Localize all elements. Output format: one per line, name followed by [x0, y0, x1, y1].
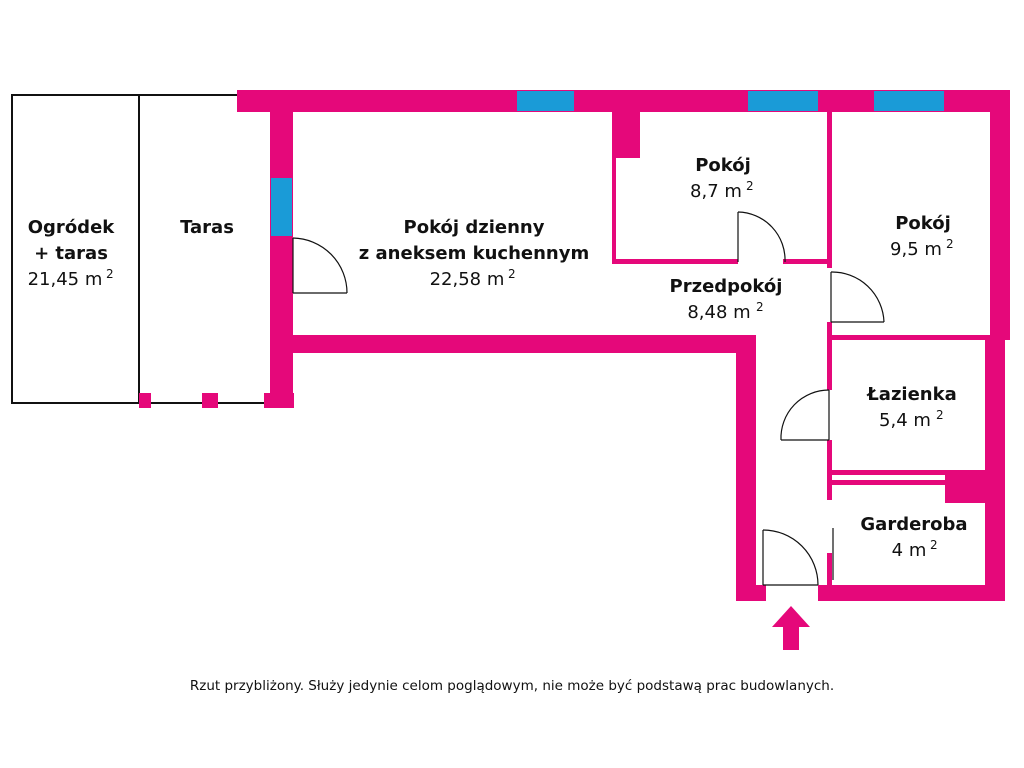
room-taras: Taras: [180, 217, 234, 238]
unit-superscript: 2: [936, 408, 944, 422]
door-room-2: [830, 271, 885, 323]
windows: [271, 91, 944, 236]
unit-superscript: 2: [756, 300, 764, 314]
room-name: Pokój: [895, 213, 951, 234]
room-name: z aneksem kuchennym: [359, 243, 589, 264]
room-przedpokoj: Przedpokój 8,48 m 2: [670, 276, 783, 323]
door-entrance: [762, 529, 819, 586]
room-name: + taras: [34, 243, 108, 264]
room-area: 21,45 m: [28, 269, 103, 290]
room-lazienka: Łazienka 5,4 m 2: [866, 384, 957, 431]
door-bathroom: [780, 389, 830, 441]
room-name: Łazienka: [866, 384, 957, 405]
disclaimer-note: Rzut przybliżony. Służy jedynie celom po…: [189, 678, 835, 694]
room-area: 8,48 m: [687, 302, 750, 323]
unit-superscript: 2: [508, 267, 516, 281]
unit-superscript: 2: [106, 267, 114, 281]
room-pokoj-2: Pokój 9,5 m 2: [890, 213, 954, 260]
room-area: 22,58 m: [430, 269, 505, 290]
room-garderoba: Garderoba 4 m 2: [860, 514, 967, 561]
room-area: 9,5 m: [890, 239, 942, 260]
room-name: Pokój dzienny: [404, 217, 545, 238]
door-terrace: [292, 237, 348, 294]
arrow-up-icon: [772, 606, 810, 650]
unit-superscript: 2: [930, 538, 938, 552]
room-area: 5,4 m: [879, 410, 931, 431]
room-name: Ogródek: [28, 217, 116, 238]
unit-superscript: 2: [946, 237, 954, 251]
door-room-1: [737, 211, 786, 263]
room-name: Garderoba: [860, 514, 967, 535]
room-pokoj-dzienny: Pokój dzienny z aneksem kuchennym 22,58 …: [359, 217, 589, 290]
walls: [139, 90, 1010, 601]
room-area: 4 m: [892, 540, 927, 561]
room-area: 8,7 m: [690, 181, 742, 202]
partitions: [612, 108, 992, 588]
room-ogrodek: Ogródek + taras 21,45 m 2: [28, 217, 116, 290]
unit-superscript: 2: [746, 179, 754, 193]
room-pokoj-1: Pokój 8,7 m 2: [690, 155, 754, 202]
room-name: Przedpokój: [670, 276, 783, 297]
room-name: Taras: [180, 217, 234, 238]
room-name: Pokój: [695, 155, 751, 176]
floor-plan: Ogródek + taras 21,45 m 2 Taras Pokój dz…: [11, 90, 1010, 650]
doors: [292, 211, 885, 586]
